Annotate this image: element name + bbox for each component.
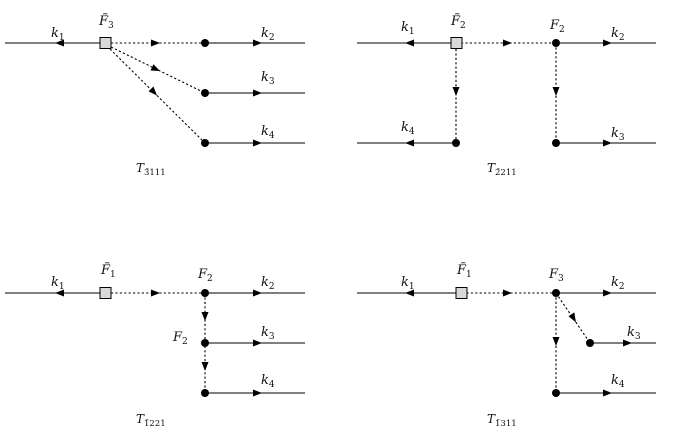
arrow-k3 (253, 89, 262, 97)
label-k4: k4 (401, 120, 415, 137)
label-k3: k3 (261, 325, 275, 342)
vertex-dot (201, 289, 209, 297)
label-k2: k2 (261, 26, 275, 43)
label-F2: F2 (197, 267, 213, 284)
vertex-dot (201, 389, 209, 397)
arrow-k3 (603, 139, 612, 147)
vertex-dot (552, 39, 560, 47)
label-k3: k3 (261, 70, 275, 87)
label-k3: k3 (611, 126, 625, 143)
label-F1-tilde: F̃1 (100, 262, 116, 280)
arrow-dash-lower (201, 362, 209, 371)
label-k1: k1 (51, 275, 65, 292)
vertex-dot (552, 139, 560, 147)
vertex-dot (452, 139, 460, 147)
arrow-k1 (55, 289, 64, 297)
label-k4: k4 (261, 373, 275, 390)
arrow-dash-upper (201, 312, 209, 321)
label-k2: k2 (611, 275, 625, 292)
label-F2-tilde: F̃2 (450, 13, 466, 31)
arrow-k4 (405, 139, 414, 147)
square-vertex (450, 37, 463, 49)
dash-diagonal (555, 292, 591, 344)
square-vertex (455, 287, 468, 299)
label-F3: F3 (548, 267, 564, 284)
label-k2: k2 (261, 275, 275, 292)
vertex-dot (552, 389, 560, 397)
caption: T1̄311 (487, 412, 517, 429)
label-k4: k4 (261, 124, 275, 141)
arrow-k3 (253, 339, 262, 347)
arrow-dash-diagonal (568, 312, 576, 323)
label-F1-tilde: F̃1 (456, 262, 472, 280)
label-k3: k3 (627, 325, 641, 342)
arrow-k2 (603, 289, 612, 297)
arrow-k3 (623, 339, 632, 347)
diagram-1: k1 F̃3 k2 k3 k4 T3̄111 (5, 13, 305, 178)
arrow-dash-top (151, 39, 160, 47)
arrow-dash-horizontal (151, 289, 160, 297)
arrow-k2 (603, 39, 612, 47)
dash-to-k4-vertex (109, 48, 206, 144)
arrow-k4 (253, 139, 262, 147)
arrow-dash-mid (150, 64, 160, 71)
square-vertex (99, 287, 112, 299)
caption: T3̄111 (136, 161, 166, 178)
label-k1: k1 (401, 20, 415, 37)
arrow-k1 (405, 39, 414, 47)
arrow-dash-horizontal (503, 39, 512, 47)
label-F3-tilde: F̃3 (98, 13, 114, 31)
vertex-dot (201, 89, 209, 97)
label-k1: k1 (401, 275, 415, 292)
caption: T2̄211 (487, 161, 517, 178)
arrow-dash-low (148, 86, 157, 96)
label-F2: F2 (549, 18, 565, 35)
diagram-2: k1 F̃2 F2 k2 k4 k3 T2̄211 (357, 13, 656, 178)
vertex-dot (552, 289, 560, 297)
arrow-k4 (253, 389, 262, 397)
diagram-3: k1 F̃1 F2 k2 F2 k3 k4 T1̄221 (5, 262, 305, 429)
arrow-dash-horizontal (503, 289, 512, 297)
label-k2: k2 (611, 26, 625, 43)
vertex-dot (201, 339, 209, 347)
label-k4: k4 (611, 373, 625, 390)
square-vertex (99, 37, 112, 49)
arrow-k2 (253, 39, 262, 47)
vertex-dot (201, 139, 209, 147)
arrow-k2 (253, 289, 262, 297)
arrow-k1 (405, 289, 414, 297)
label-F2-lower: F2 (172, 330, 188, 347)
label-k1: k1 (51, 26, 65, 43)
arrow-dash-right (552, 87, 560, 96)
arrow-k1 (55, 39, 64, 47)
arrow-dash-left (452, 87, 460, 96)
vertex-dot (201, 39, 209, 47)
arrow-dash-vertical (552, 337, 560, 346)
arrow-k4 (603, 389, 612, 397)
vertex-dot (586, 339, 594, 347)
caption: T1̄221 (136, 412, 166, 429)
diagram-4: k1 F̃1 F3 k2 k3 k4 T1̄311 (357, 262, 656, 429)
